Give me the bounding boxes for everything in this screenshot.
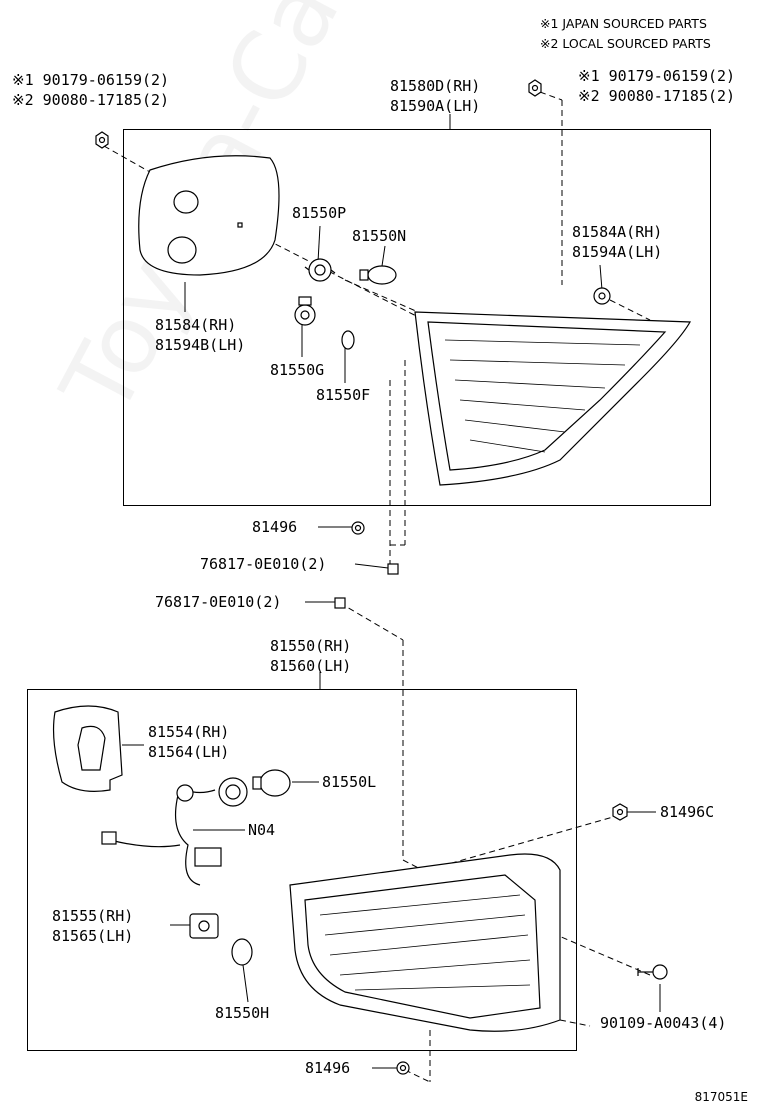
bulb-81550h [231,938,253,966]
wire-harness-n04 [101,784,222,886]
label-nut-left-1[interactable]: ※1 90179-06159(2) [12,71,170,89]
label-cover-upper-rh[interactable]: 81584(RH) [155,316,237,334]
label-socket-lower-lh[interactable]: 81565(LH) [52,927,134,945]
lower-cover-plate [52,705,123,792]
gasket-a-part [593,287,611,305]
leader-gasket-a [599,264,603,291]
label-gasket-a-lh[interactable]: 81594A(LH) [572,243,663,261]
label-lamp-upper-rh[interactable]: 81580D(RH) [390,77,481,95]
bulb-81550l [252,769,291,797]
label-socket-p[interactable]: 81550P [292,204,347,222]
label-socket-g[interactable]: 81550G [270,361,325,379]
leader-socket-p [317,225,321,263]
bulb-81550n [359,265,397,285]
socket-lower-main [218,777,248,807]
clip-81496c [612,803,628,821]
label-wire-n04[interactable]: N04 [248,821,276,839]
lower-lamp-body [289,853,561,1032]
label-clip-76817-2[interactable]: 76817-0E010(2) [155,593,282,611]
label-clip-81496c[interactable]: 81496C [660,803,715,821]
label-nut-right-1[interactable]: ※1 90179-06159(2) [578,67,736,85]
socket-81550g [294,296,316,326]
label-gasket-a-rh[interactable]: 81584A(RH) [572,223,663,241]
bulb-81550f [341,330,355,350]
label-nut-right-2[interactable]: ※2 90080-17185(2) [578,87,736,105]
label-clip-76817-1[interactable]: 76817-0E010(2) [200,555,327,573]
label-nut-left-2[interactable]: ※2 90080-17185(2) [12,91,170,109]
upper-assembly-box [123,129,711,506]
label-lamp-lower-lh[interactable]: 81560(LH) [270,657,352,675]
screw-90109 [637,964,668,980]
label-bulb-f[interactable]: 81550F [316,386,371,404]
legend-note-local: ※2 LOCAL SOURCED PARTS [540,36,711,51]
clip-81496 [351,521,365,535]
legend-note-japan: ※1 JAPAN SOURCED PARTS [540,16,707,31]
label-clip-81496[interactable]: 81496 [252,518,298,536]
label-cover-lower-lh[interactable]: 81564(LH) [148,743,230,761]
nut-upper-right [528,79,542,97]
leader-bulb-h [242,964,249,1003]
leader-bulb-n [381,245,386,267]
label-bulb-l[interactable]: 81550L [322,773,377,791]
nut-upper-left [95,131,109,149]
label-socket-lower-rh[interactable]: 81555(RH) [52,907,134,925]
label-bulb-h[interactable]: 81550H [215,1004,270,1022]
label-screw[interactable]: 90109-A0043(4) [600,1014,727,1032]
label-cover-upper-lh[interactable]: 81594B(LH) [155,336,246,354]
upper-lamp-lens [414,311,692,486]
lower-assembly-box [27,689,577,1051]
label-lamp-lower-rh[interactable]: 81550(RH) [270,637,352,655]
label-lamp-upper-lh[interactable]: 81590A(LH) [390,97,481,115]
leader-clip-1 [354,563,389,569]
clip-81496-bottom [396,1061,410,1075]
label-cover-lower-rh[interactable]: 81554(RH) [148,723,230,741]
label-bulb-n[interactable]: 81550N [352,227,407,245]
diagram-code: 817051E [694,1090,748,1104]
socket-81555 [189,913,219,939]
clip-76817-1 [387,563,399,575]
socket-81550p [304,258,336,282]
upper-cover-plate [138,155,280,276]
label-clip-81496-bottom[interactable]: 81496 [305,1059,351,1077]
clip-76817-2 [334,597,346,609]
